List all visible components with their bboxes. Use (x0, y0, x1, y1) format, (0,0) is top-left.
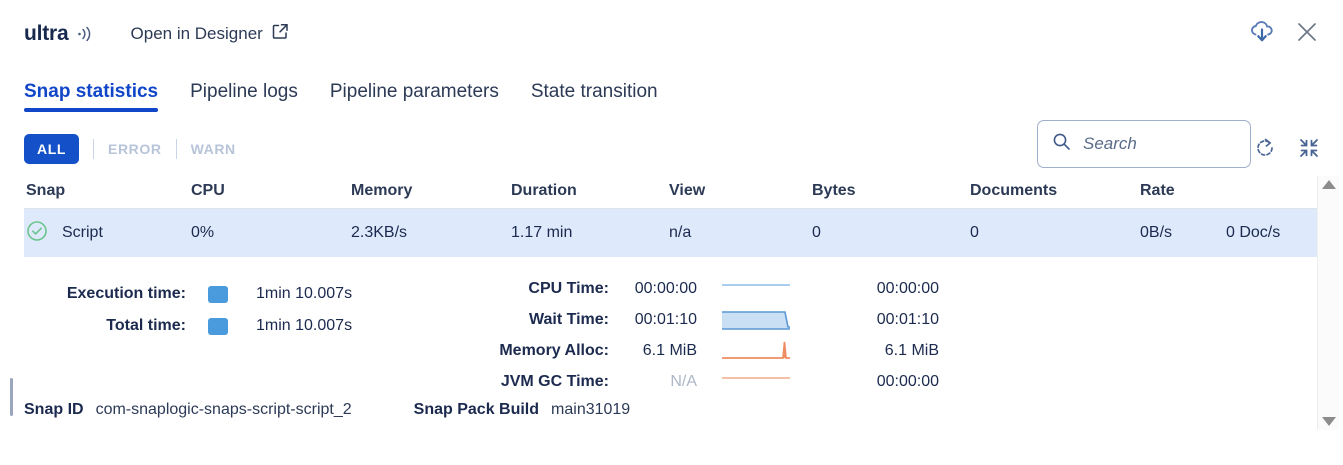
sparkline-memory-alloc (721, 338, 791, 364)
snap-detail-panel: Execution time: 1min 10.007s Total time:… (24, 273, 1319, 423)
refresh-icon[interactable] (1253, 136, 1277, 160)
metric-total: 6.1 MiB (884, 341, 939, 359)
metric-row-memory-alloc: Memory Alloc: 6.1 MiB 6.1 MiB (444, 335, 939, 366)
check-circle-icon (26, 220, 48, 247)
filter-divider (93, 139, 95, 159)
detail-execution-time-row: Execution time: 1min 10.007s (24, 285, 352, 303)
color-swatch-total-time (208, 317, 228, 335)
detail-total-time-row: Total time: 1min 10.007s (24, 317, 352, 335)
column-header-memory: Memory (351, 182, 413, 199)
sparkline-cpu-time (721, 276, 791, 302)
snap-statistics-table: Snap CPU Memory Duration View Bytes Docu… (24, 174, 1319, 257)
table-header-row: Snap CPU Memory Duration View Bytes Docu… (24, 174, 1319, 209)
filter-warn-button[interactable]: WARN (190, 141, 236, 157)
cell-cpu: 0% (191, 224, 215, 241)
app-title: ultra (24, 22, 69, 45)
detail-left-column: Execution time: 1min 10.007s Total time:… (24, 285, 352, 349)
metric-value: N/A (670, 372, 697, 390)
cloud-download-icon[interactable] (1247, 18, 1277, 46)
filter-error-button[interactable]: ERROR (108, 141, 162, 157)
cell-memory: 2.3KB/s (351, 224, 408, 241)
filter-all-button[interactable]: ALL (24, 134, 80, 164)
column-header-view: View (669, 182, 706, 199)
column-header-documents: Documents (970, 182, 1058, 199)
tab-label: Pipeline parameters (329, 81, 499, 102)
cell-bytes: 0 (812, 224, 821, 241)
sparkline-jvm-gc-time (721, 369, 791, 395)
metric-value: 6.1 MiB (642, 341, 697, 359)
detail-id-row: Snap ID com-snaplogic-snaps-script-scrip… (24, 401, 630, 419)
column-header-cpu: CPU (191, 182, 225, 199)
table-row[interactable]: Script 0% 2.3KB/s 1.17 min n/a 0 0 0B/s … (24, 209, 1319, 257)
open-in-designer-label: Open in Designer (130, 24, 263, 43)
column-header-snap: Snap (26, 182, 66, 199)
window-header: ultra Open in Designer (0, 0, 1343, 68)
left-scroll-handle[interactable] (10, 378, 13, 416)
tab-pipeline-parameters[interactable]: Pipeline parameters (330, 81, 499, 112)
cell-snap-label: Script (62, 224, 103, 241)
column-header-bytes: Bytes (812, 182, 856, 199)
detail-label: Execution time: (66, 285, 186, 302)
metric-label: Wait Time: (528, 310, 609, 328)
tab-bar: Snap statistics Pipeline logs Pipeline p… (0, 68, 1343, 112)
snap-id-value: com-snaplogic-snaps-script-script_2 (95, 401, 352, 418)
vertical-scrollbar[interactable] (1317, 176, 1339, 430)
snap-pack-build-label: Snap Pack Build (413, 401, 540, 418)
detail-metrics-column: CPU Time: 00:00:00 00:00:00 Wait Time: 0… (444, 273, 939, 397)
color-swatch-execution-time (208, 285, 228, 303)
header-actions (1247, 18, 1321, 46)
column-header-rate: Rate (1140, 182, 1175, 199)
metric-row-wait-time: Wait Time: 00:01:10 00:01:10 (444, 304, 939, 335)
scroll-up-arrow-icon[interactable] (1321, 180, 1336, 189)
metric-total: 00:01:10 (876, 310, 939, 328)
external-link-icon (272, 23, 289, 45)
snap-id-label: Snap ID (24, 401, 84, 418)
sound-icon (77, 25, 97, 43)
sparkline-wait-time (721, 307, 791, 333)
cell-snap: Script (24, 220, 189, 247)
search-icon (1052, 132, 1071, 156)
cell-view: n/a (669, 224, 692, 241)
tab-label: Snap statistics (24, 81, 159, 102)
tab-label: Pipeline logs (190, 81, 298, 102)
table-tools (1253, 136, 1321, 160)
scroll-down-arrow-icon[interactable] (1321, 417, 1336, 426)
tab-pipeline-logs[interactable]: Pipeline logs (190, 81, 298, 112)
cell-duration: 1.17 min (511, 224, 573, 241)
search-box[interactable] (1037, 120, 1251, 168)
detail-value: 1min 10.007s (256, 285, 353, 302)
filter-bar: ALL ERROR WARN (0, 112, 1343, 168)
metric-row-cpu-time: CPU Time: 00:00:00 00:00:00 (444, 273, 939, 304)
snap-pack-build-value: main31019 (551, 401, 631, 418)
metric-value: 00:01:10 (634, 310, 697, 328)
tab-snap-statistics[interactable]: Snap statistics (24, 81, 159, 112)
metric-total: 00:00:00 (876, 372, 939, 390)
tab-label: State transition (530, 81, 658, 102)
filter-divider (175, 139, 177, 159)
cell-documents: 0 (970, 224, 979, 241)
open-in-designer-link[interactable]: Open in Designer (131, 23, 289, 45)
metric-total: 00:00:00 (876, 279, 939, 297)
collapse-icon[interactable] (1297, 136, 1321, 160)
close-icon[interactable] (1293, 18, 1321, 46)
detail-label: Total time: (106, 317, 186, 334)
detail-value: 1min 10.007s (256, 317, 353, 334)
cell-rate: 0B/s (1140, 224, 1173, 241)
tab-state-transition[interactable]: State transition (531, 81, 658, 112)
column-header-duration: Duration (511, 182, 577, 199)
metric-label: CPU Time: (528, 279, 609, 297)
metric-value: 00:00:00 (634, 279, 697, 297)
metric-label: Memory Alloc: (499, 341, 609, 359)
metric-label: JVM GC Time: (500, 372, 609, 390)
metric-row-jvm-gc-time: JVM GC Time: N/A 00:00:00 (444, 366, 939, 397)
search-input[interactable] (1081, 133, 1236, 155)
cell-rate-docs: 0 Doc/s (1226, 224, 1281, 241)
